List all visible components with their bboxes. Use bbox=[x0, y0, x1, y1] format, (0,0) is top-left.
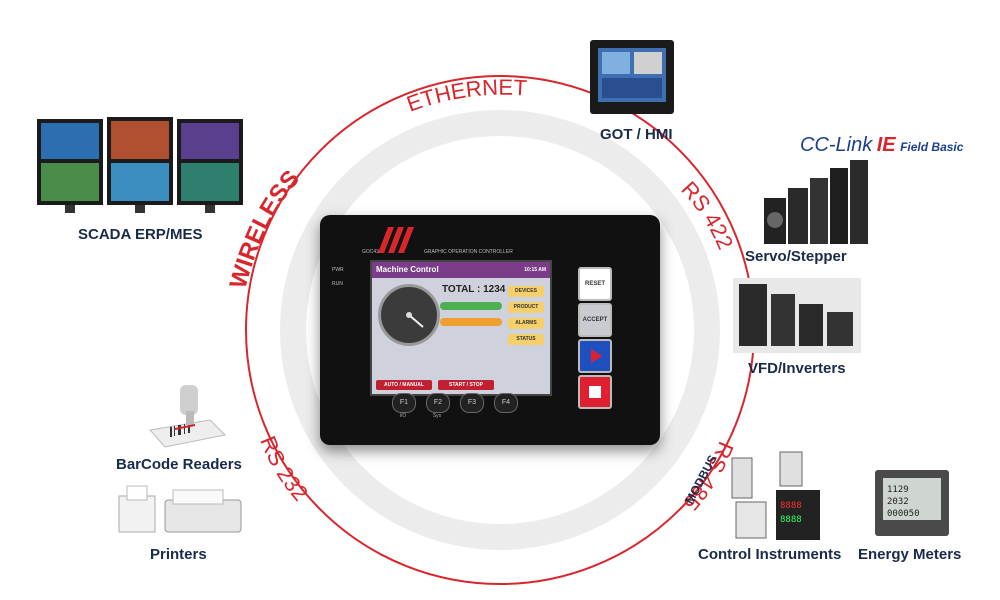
f1-key[interactable]: F1 bbox=[392, 393, 416, 413]
rs422-label: RS 422 bbox=[676, 176, 738, 253]
printers-label: Printers bbox=[150, 546, 207, 563]
reset-button[interactable]: RESET bbox=[578, 267, 612, 301]
scada-label: SCADA ERP/MES bbox=[78, 226, 203, 243]
devices-button[interactable]: DEVICES bbox=[508, 286, 544, 297]
printers-image bbox=[115, 482, 245, 542]
screen-title: Machine Control 10:15 AM bbox=[372, 262, 550, 278]
run-label: RUN bbox=[332, 281, 343, 287]
play-button[interactable] bbox=[578, 339, 612, 373]
cclink-logo: CC-Link IE Field Basic bbox=[800, 134, 964, 156]
f1-sub-label: I/O bbox=[399, 413, 407, 419]
ethernet-label: ETHERNET bbox=[403, 75, 527, 117]
status-button[interactable]: STATUS bbox=[508, 334, 544, 345]
barcode-label: BarCode Readers bbox=[116, 456, 242, 473]
brand-stripes bbox=[378, 227, 414, 253]
f3-key[interactable]: F3 bbox=[460, 393, 484, 413]
servo-label: Servo/Stepper bbox=[745, 248, 847, 265]
f4-key[interactable]: F4 bbox=[494, 393, 518, 413]
got-hmi-image bbox=[588, 38, 676, 116]
hmi-screen: Machine Control 10:15 AM TOTAL : 1234 DE… bbox=[370, 260, 552, 396]
control-instruments-label: Control Instruments bbox=[698, 546, 842, 563]
model-label: GOC43 bbox=[362, 249, 379, 255]
svg-text:8888: 8888 bbox=[780, 501, 802, 511]
f2-key[interactable]: F2 bbox=[426, 393, 450, 413]
stop-icon bbox=[589, 386, 601, 398]
vfd-image bbox=[733, 278, 861, 353]
total-readout: TOTAL : 1234 bbox=[442, 284, 506, 295]
pwr-label: PWR bbox=[332, 267, 344, 273]
product-button[interactable]: PRODUCT bbox=[508, 302, 544, 313]
progress-bar-1 bbox=[440, 302, 502, 310]
scada-monitors-image bbox=[35, 115, 245, 215]
accept-button[interactable]: ACCEPT bbox=[578, 303, 612, 337]
barcode-reader-image bbox=[140, 375, 230, 450]
svg-text:1129: 1129 bbox=[887, 485, 909, 495]
auto-manual-button[interactable]: AUTO / MANUAL bbox=[376, 380, 432, 390]
controller-device: GOC43 GRAPHIC OPERATION CONTROLLER PWR R… bbox=[320, 215, 660, 445]
controller-subtitle: GRAPHIC OPERATION CONTROLLER bbox=[424, 249, 513, 255]
servo-image bbox=[760, 158, 870, 246]
got-hmi-label: GOT / HMI bbox=[600, 126, 673, 143]
svg-text:2032: 2032 bbox=[887, 497, 909, 507]
rs232-label: RS 232 bbox=[255, 432, 313, 505]
vfd-label: VFD/Inverters bbox=[748, 360, 846, 377]
svg-text:000050: 000050 bbox=[887, 509, 920, 519]
stop-button[interactable] bbox=[578, 375, 612, 409]
speed-gauge bbox=[378, 284, 440, 346]
start-stop-button[interactable]: START / STOP bbox=[438, 380, 494, 390]
energy-meter-image: 1129 2032 000050 bbox=[873, 468, 951, 538]
svg-text:8888: 8888 bbox=[780, 515, 802, 525]
play-icon bbox=[591, 349, 602, 363]
progress-bar-2 bbox=[440, 318, 502, 326]
energy-meters-label: Energy Meters bbox=[858, 546, 962, 563]
control-instruments-image: 8888 8888 bbox=[730, 448, 838, 543]
alarms-button[interactable]: ALARMS bbox=[508, 318, 544, 329]
f2-sub-label: Sys bbox=[432, 413, 442, 419]
